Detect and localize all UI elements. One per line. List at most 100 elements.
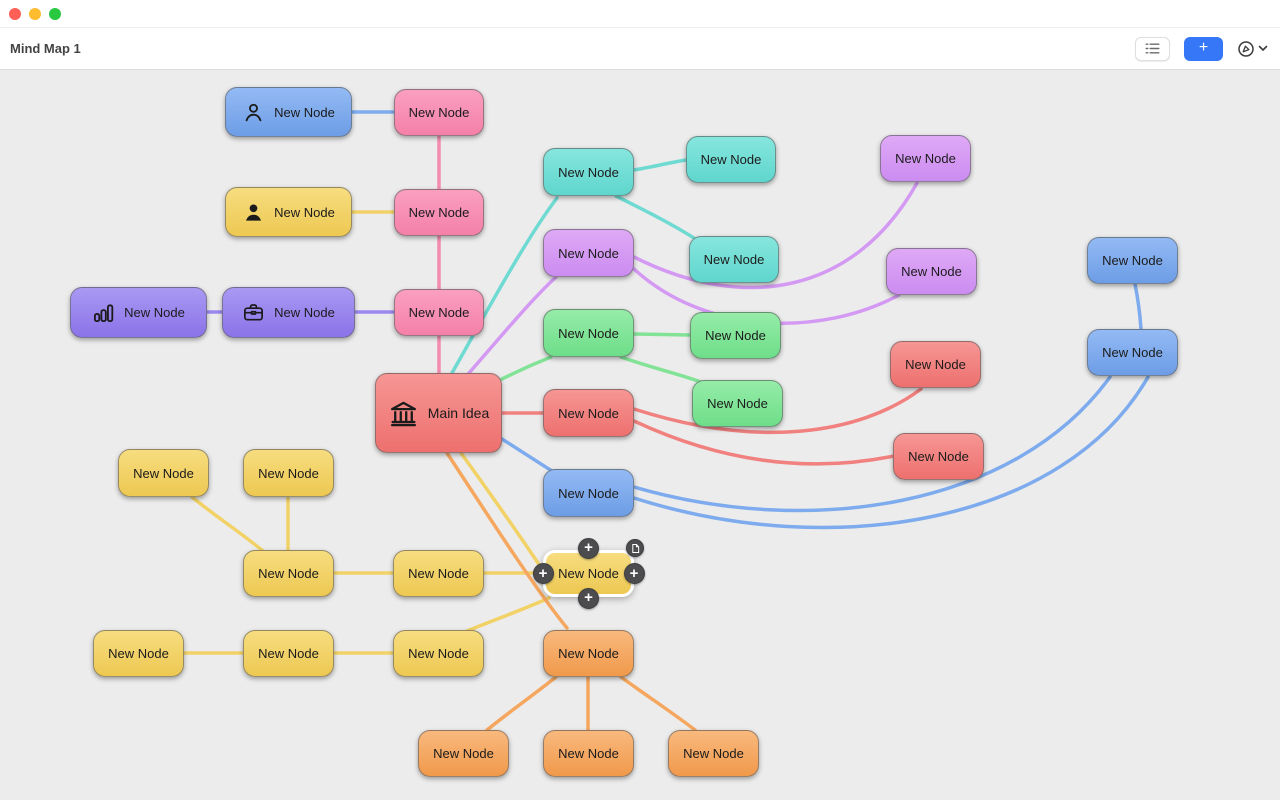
node-label: New Node [908, 449, 969, 464]
node-label: New Node [433, 746, 494, 761]
node-label: New Node [895, 151, 956, 166]
node-label: New Node [133, 465, 194, 481]
toolbar: Mind Map 1 + [0, 28, 1280, 70]
node-label: New Node [558, 566, 619, 581]
mindmap-node[interactable]: New Node [886, 248, 977, 295]
bank-icon [388, 398, 419, 429]
edge-n21-n23 [632, 375, 1112, 513]
mindmap-node[interactable]: New Node [393, 630, 484, 677]
edge-n32-n35 [619, 675, 697, 732]
mindmap-node[interactable]: New Node [543, 630, 634, 677]
mindmap-node[interactable]: New Node [70, 287, 207, 338]
node-label: New Node [558, 245, 619, 261]
mindmap-node[interactable]: New Node [880, 135, 971, 182]
note-badge[interactable] [626, 539, 644, 557]
node-label: New Node [408, 205, 470, 220]
node-label: New Node [703, 252, 765, 267]
edges-layer [182, 110, 1150, 732]
edge-n08-n32 [445, 451, 569, 630]
mindmap-node[interactable]: New Node [243, 449, 334, 497]
edge-n09-n12 [614, 194, 696, 240]
node-label: New Node [558, 325, 619, 341]
node-label: New Node [1102, 345, 1163, 360]
mindmap-node[interactable]: New Node [543, 148, 634, 196]
zoom-button[interactable] [49, 7, 61, 20]
edge-n18-n20 [632, 419, 896, 466]
person-outline-icon [242, 101, 265, 124]
document-title: Mind Map 1 [10, 41, 81, 56]
add-child-button-bottom[interactable]: + [578, 587, 599, 609]
mindmap-node[interactable]: New Node [243, 630, 334, 677]
plus-icon: + [1198, 38, 1209, 56]
add-node-button[interactable]: + [1184, 36, 1223, 61]
mindmap-node[interactable]: New Node [93, 630, 184, 677]
node-label: New Node [707, 396, 768, 411]
briefcase-icon [242, 301, 265, 324]
mindmap-node[interactable]: New Node [543, 389, 634, 437]
node-label: New Node [558, 405, 619, 421]
mindmap-node[interactable]: New Node [225, 187, 352, 237]
add-child-button-left[interactable]: + [532, 563, 554, 584]
mindmap-node[interactable]: New Node [222, 287, 355, 338]
node-label: New Node [258, 465, 319, 481]
mindmap-node[interactable]: New Node [690, 312, 781, 359]
settings-icon [1237, 40, 1255, 58]
mindmap-node[interactable]: New Node [543, 469, 634, 517]
mindmap-node[interactable]: New Node [890, 341, 981, 388]
node-label: New Node [274, 305, 335, 320]
edge-n22-n23 [1133, 282, 1143, 331]
titlebar [0, 0, 1280, 28]
mindmap-node[interactable]: New Node [418, 730, 509, 777]
node-label: New Node [408, 105, 470, 120]
node-label: New Node [274, 104, 335, 120]
node-label: New Node [1102, 253, 1163, 268]
edge-n08-n11 [467, 275, 558, 375]
node-label: New Node [683, 746, 744, 761]
edge-n31-n28 [465, 596, 551, 633]
node-label: New Node [558, 164, 619, 180]
node-label: Main Idea [427, 405, 490, 421]
edge-n24-n26 [190, 495, 265, 553]
bar-chart-icon [92, 301, 115, 324]
minimize-button[interactable] [29, 7, 41, 20]
edge-n32-n33 [485, 675, 558, 732]
edge-n08-n09 [450, 196, 559, 375]
list-icon [1145, 42, 1160, 55]
mindmap-node[interactable]: New Node [543, 730, 634, 777]
mindmap-node[interactable]: New Node [393, 550, 484, 597]
mindmap-node[interactable]: New Node [118, 449, 209, 497]
mindmap-node[interactable]: New Node [394, 89, 484, 136]
mindmap-node[interactable]: New Node [689, 236, 779, 283]
mindmap-node[interactable]: New Node [692, 380, 783, 427]
node-label: New Node [558, 646, 619, 661]
mindmap-node[interactable]: New Node [394, 289, 484, 336]
mindmap-node[interactable]: New Node [686, 136, 776, 183]
mindmap-node[interactable]: New Node [1087, 237, 1178, 284]
mindmap-node[interactable]: New Node [543, 229, 634, 277]
node-label: New Node [558, 485, 619, 501]
main-idea-node[interactable]: Main Idea [375, 373, 502, 453]
node-label: New Node [558, 746, 619, 761]
edge-n21-n23 [632, 375, 1150, 530]
edge-n15-n17 [619, 355, 703, 384]
mindmap-node[interactable]: New Node [1087, 329, 1178, 376]
mindmap-node[interactable]: New Node [668, 730, 759, 777]
node-label: New Node [108, 646, 169, 661]
edge-n08-n15 [500, 355, 553, 381]
close-button[interactable] [9, 7, 21, 20]
mindmap-node[interactable]: New Node [394, 189, 484, 236]
mindmap-node[interactable]: New Node [543, 309, 634, 357]
add-child-button-top[interactable]: + [578, 537, 599, 559]
node-label: New Node [258, 646, 319, 661]
outline-button[interactable] [1135, 36, 1170, 61]
settings-menu[interactable] [1237, 40, 1268, 58]
edge-n09-n10 [632, 158, 688, 172]
chevron-down-icon [1258, 45, 1268, 52]
mindmap-node[interactable]: New Node [225, 87, 352, 137]
mindmap-node[interactable]: New Node [243, 550, 334, 597]
add-child-button-right[interactable]: + [623, 563, 645, 584]
node-label: New Node [274, 204, 335, 220]
node-label: New Node [408, 646, 469, 661]
mindmap-node[interactable]: New Node [893, 433, 984, 480]
